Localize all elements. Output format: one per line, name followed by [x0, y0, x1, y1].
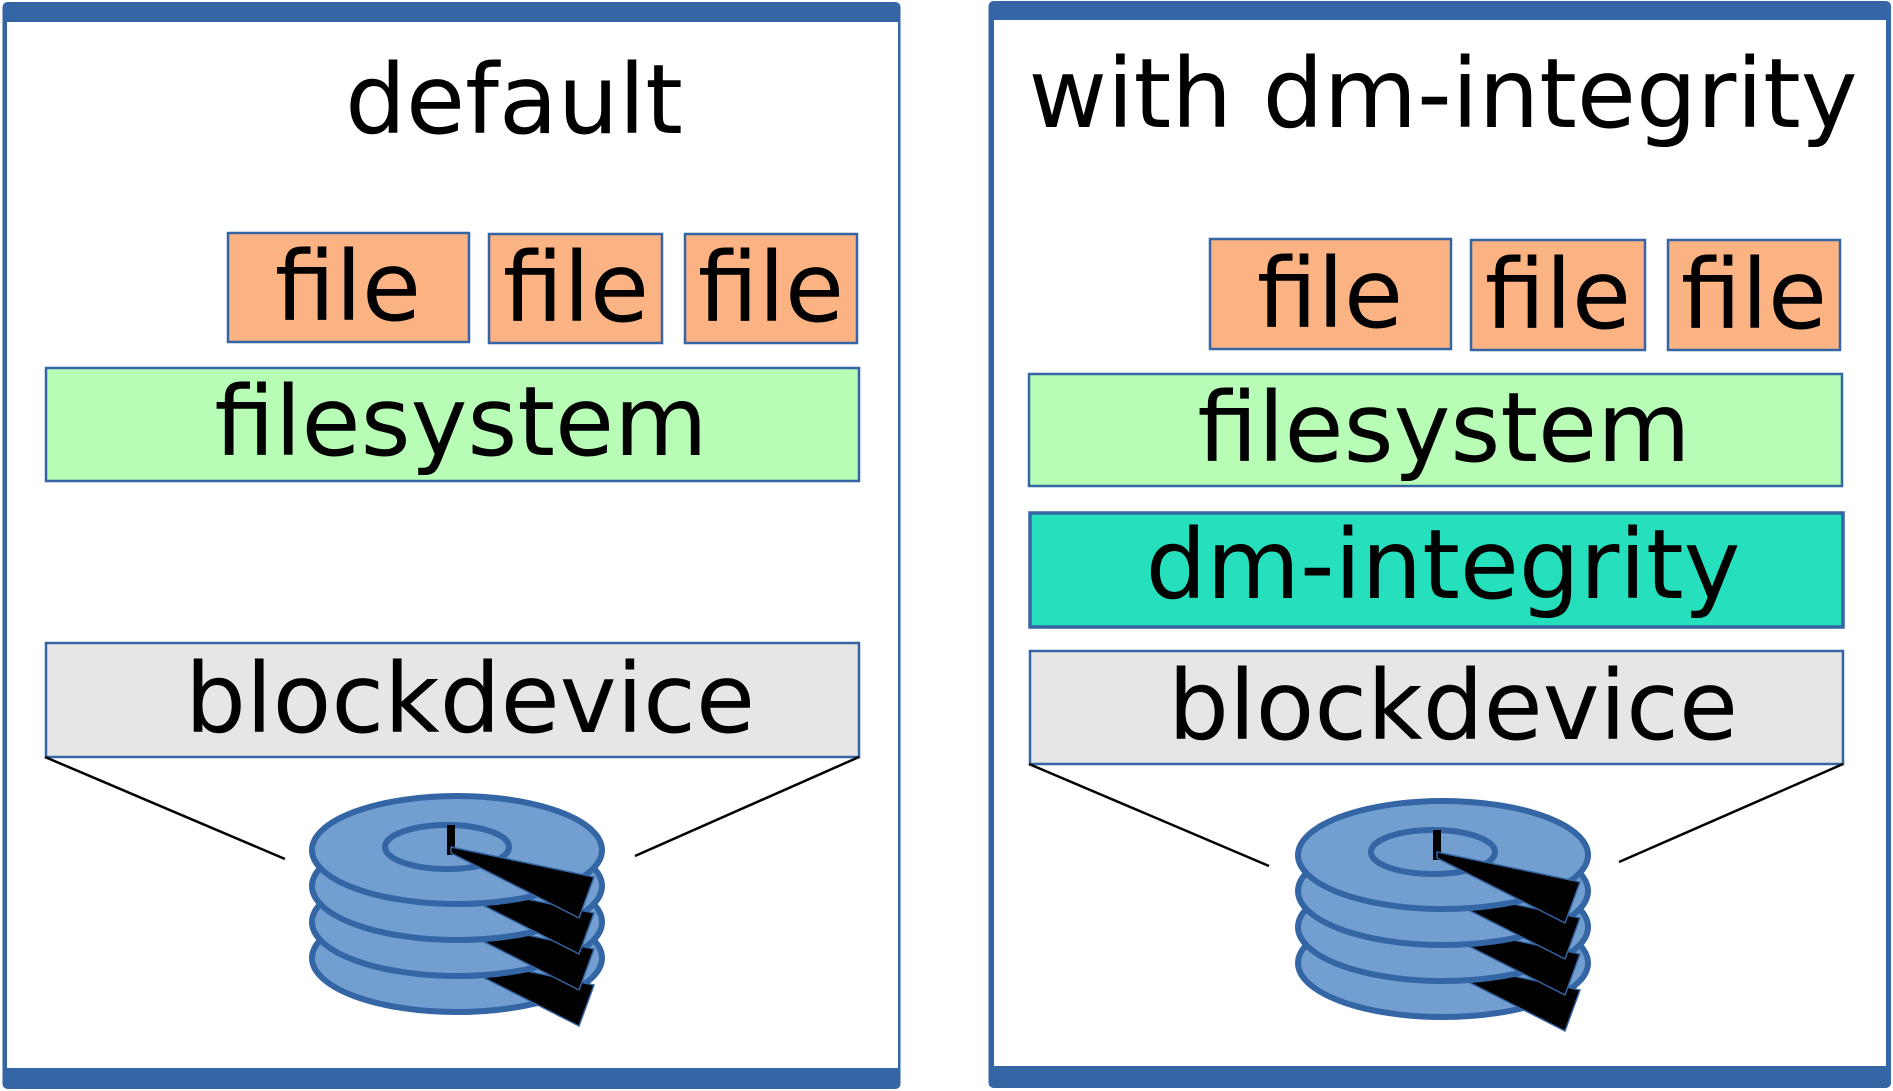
file-box: file	[487, 232, 664, 345]
file-label: file	[1485, 239, 1631, 351]
filesystem-layer: filesystem	[1027, 372, 1844, 488]
file-label: file	[1257, 238, 1403, 350]
connector-line-left	[44, 755, 286, 861]
dm-integrity-layer: dm-integrity	[1028, 509, 1845, 629]
panel-title: default	[345, 44, 683, 156]
connector-line-right	[1618, 762, 1844, 864]
file-label: file	[275, 231, 421, 343]
panel-with-dm-integrity: with dm-integrity file file file filesys…	[988, 1, 1891, 1088]
read-head-arm	[450, 846, 596, 920]
blockdevice-layer: blockdevice	[44, 641, 861, 759]
file-box: file	[683, 232, 859, 345]
connector-line-right	[634, 755, 860, 858]
file-box: file	[1469, 238, 1647, 352]
file-box: file	[1666, 238, 1842, 352]
hard-disk-icon	[1295, 798, 1591, 1033]
file-label: file	[503, 232, 649, 344]
disk-spindle	[447, 825, 455, 855]
filesystem-layer: filesystem	[44, 366, 861, 483]
file-box: file	[226, 231, 471, 344]
filesystem-label: filesystem	[1197, 372, 1690, 484]
blockdevice-label: blockdevice	[1168, 650, 1738, 762]
panel-title: with dm-integrity	[1028, 38, 1857, 150]
dm-integrity-label: dm-integrity	[1146, 509, 1741, 621]
connector-line-left	[1028, 762, 1270, 868]
blockdevice-label: blockdevice	[185, 643, 755, 755]
disk-spindle	[1433, 830, 1441, 860]
filesystem-label: filesystem	[214, 366, 707, 478]
read-head-arm	[1436, 851, 1582, 925]
blockdevice-layer: blockdevice	[1028, 649, 1845, 766]
file-label: file	[1681, 239, 1827, 351]
file-label: file	[698, 232, 844, 344]
hard-disk-icon	[309, 793, 605, 1028]
file-box: file	[1208, 237, 1453, 351]
panel-default: default file file file filesystem blockd…	[2, 2, 901, 1089]
